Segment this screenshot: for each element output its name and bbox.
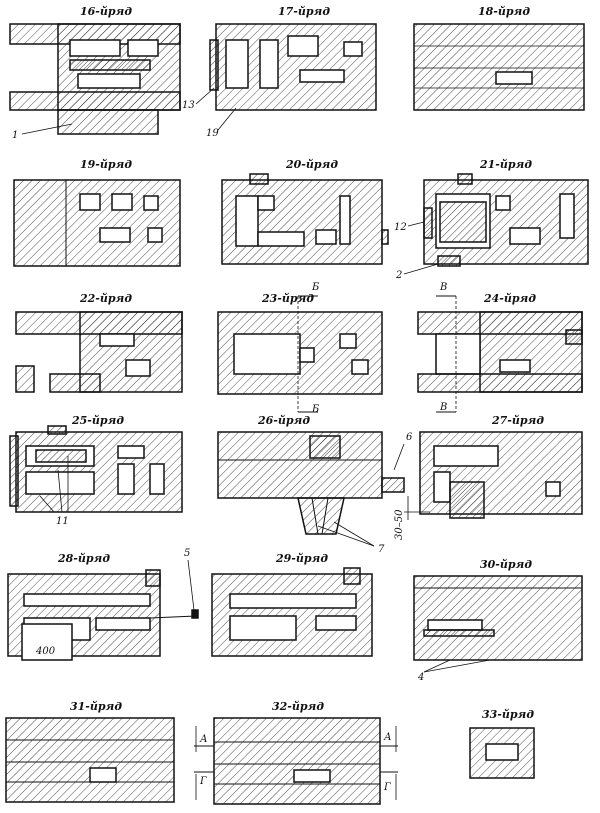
section-mark-v-top: В [439, 282, 447, 293]
plan-row-18 [413, 23, 585, 111]
dimension-400: 400 [35, 646, 56, 657]
callout-2: 2 [395, 270, 402, 281]
callout-13: 13 [182, 100, 195, 111]
section-mark-g-left: Г [199, 776, 207, 787]
row-title-24: 24-йряд [483, 292, 536, 305]
plan-row-22 [15, 311, 183, 393]
plan-row-17 [209, 23, 377, 111]
row-title-26: 26-йряд [257, 414, 310, 427]
callout-19: 19 [206, 128, 219, 139]
row-title-31: 31-йряд [70, 700, 122, 713]
plan-row-25 [9, 425, 183, 513]
section-mark-g-right: Г [383, 782, 391, 793]
callout-5: 5 [184, 548, 190, 559]
plan-row-31 [5, 717, 175, 803]
row-title-19: 19-йряд [80, 158, 132, 171]
row-title-28: 28-йряд [57, 552, 110, 565]
dimension-30-50: 30–50 [394, 509, 405, 540]
section-mark-v-bottom: В [439, 402, 447, 413]
plan-row-32 [213, 717, 381, 805]
row-title-25: 25-йряд [71, 414, 124, 427]
plan-row-33 [469, 727, 535, 779]
plan-row-29 [211, 567, 373, 657]
plan-row-30 [413, 575, 583, 661]
plan-row-27 [419, 431, 583, 519]
section-mark-a-left: А [199, 734, 208, 745]
row-title-23: 23-йряд [261, 292, 314, 305]
plan-row-21 [423, 173, 589, 267]
callout-11: 11 [56, 516, 69, 527]
plan-row-19 [13, 179, 181, 267]
plan-row-24 [417, 311, 583, 393]
section-mark-b-top: Б [311, 282, 320, 293]
plan-row-28 [7, 569, 199, 661]
plan-row-20 [221, 173, 389, 265]
plan-row-16 [9, 23, 181, 135]
row-title-21: 21-йряд [479, 158, 532, 171]
row-title-33: 33-йряд [482, 708, 534, 721]
section-mark-a-right: А [383, 732, 392, 743]
row-title-29: 29-йряд [275, 552, 328, 565]
callout-4: 4 [417, 672, 424, 683]
row-title-18: 18-йряд [478, 5, 530, 18]
callout-6: 6 [406, 432, 413, 443]
callout-1: 1 [12, 130, 18, 141]
row-title-27: 27-йряд [491, 414, 544, 427]
row-title-17: 17-йряд [278, 5, 330, 18]
section-mark-b-bottom: Б [311, 404, 320, 415]
callout-7: 7 [378, 544, 385, 555]
row-title-20: 20-йряд [285, 158, 338, 171]
row-title-30: 30-йряд [480, 558, 532, 571]
row-title-16: 16-йряд [80, 5, 132, 18]
callout-12: 12 [394, 222, 407, 233]
plan-row-26 [217, 431, 405, 535]
row-title-22: 22-йряд [79, 292, 132, 305]
row-title-32: 32-йряд [272, 700, 324, 713]
plan-row-23 [217, 311, 383, 395]
